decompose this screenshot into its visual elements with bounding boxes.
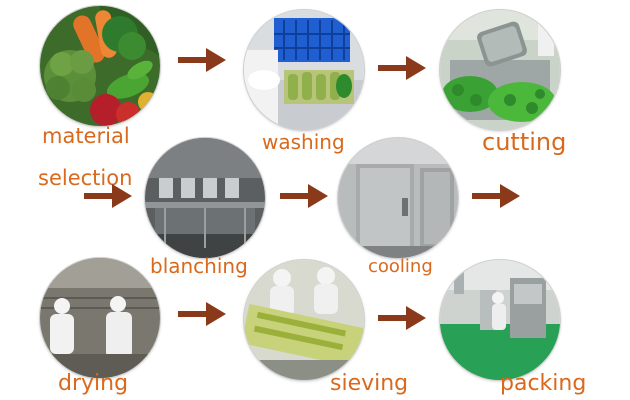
right-arrow-icon — [84, 184, 132, 208]
right-arrow-icon — [178, 302, 226, 326]
step-label-material-selection: material — [42, 124, 130, 148]
step-label-packing: packing — [500, 371, 587, 396]
packing-photo — [440, 260, 560, 380]
step-label-cooling: cooling — [368, 256, 433, 277]
step-label-cutting: cutting — [482, 128, 567, 156]
right-arrow-icon — [280, 184, 328, 208]
right-arrow-icon — [472, 184, 520, 208]
washing-photo — [244, 10, 364, 130]
step-label-material-selection-line2: selection — [38, 166, 133, 190]
cutting-photo — [440, 10, 560, 130]
right-arrow-icon — [378, 306, 426, 330]
step-label-blanching: blanching — [150, 254, 248, 278]
material-selection-photo — [40, 6, 160, 126]
cooling-photo — [338, 138, 458, 258]
sieving-photo — [244, 260, 364, 380]
drying-photo — [40, 258, 160, 378]
right-arrow-icon — [378, 56, 426, 80]
right-arrow-icon — [178, 48, 226, 72]
blanching-photo — [145, 138, 265, 258]
step-label-sieving: sieving — [330, 371, 409, 396]
step-label-drying: drying — [58, 371, 129, 396]
step-label-washing: washing — [262, 130, 345, 154]
